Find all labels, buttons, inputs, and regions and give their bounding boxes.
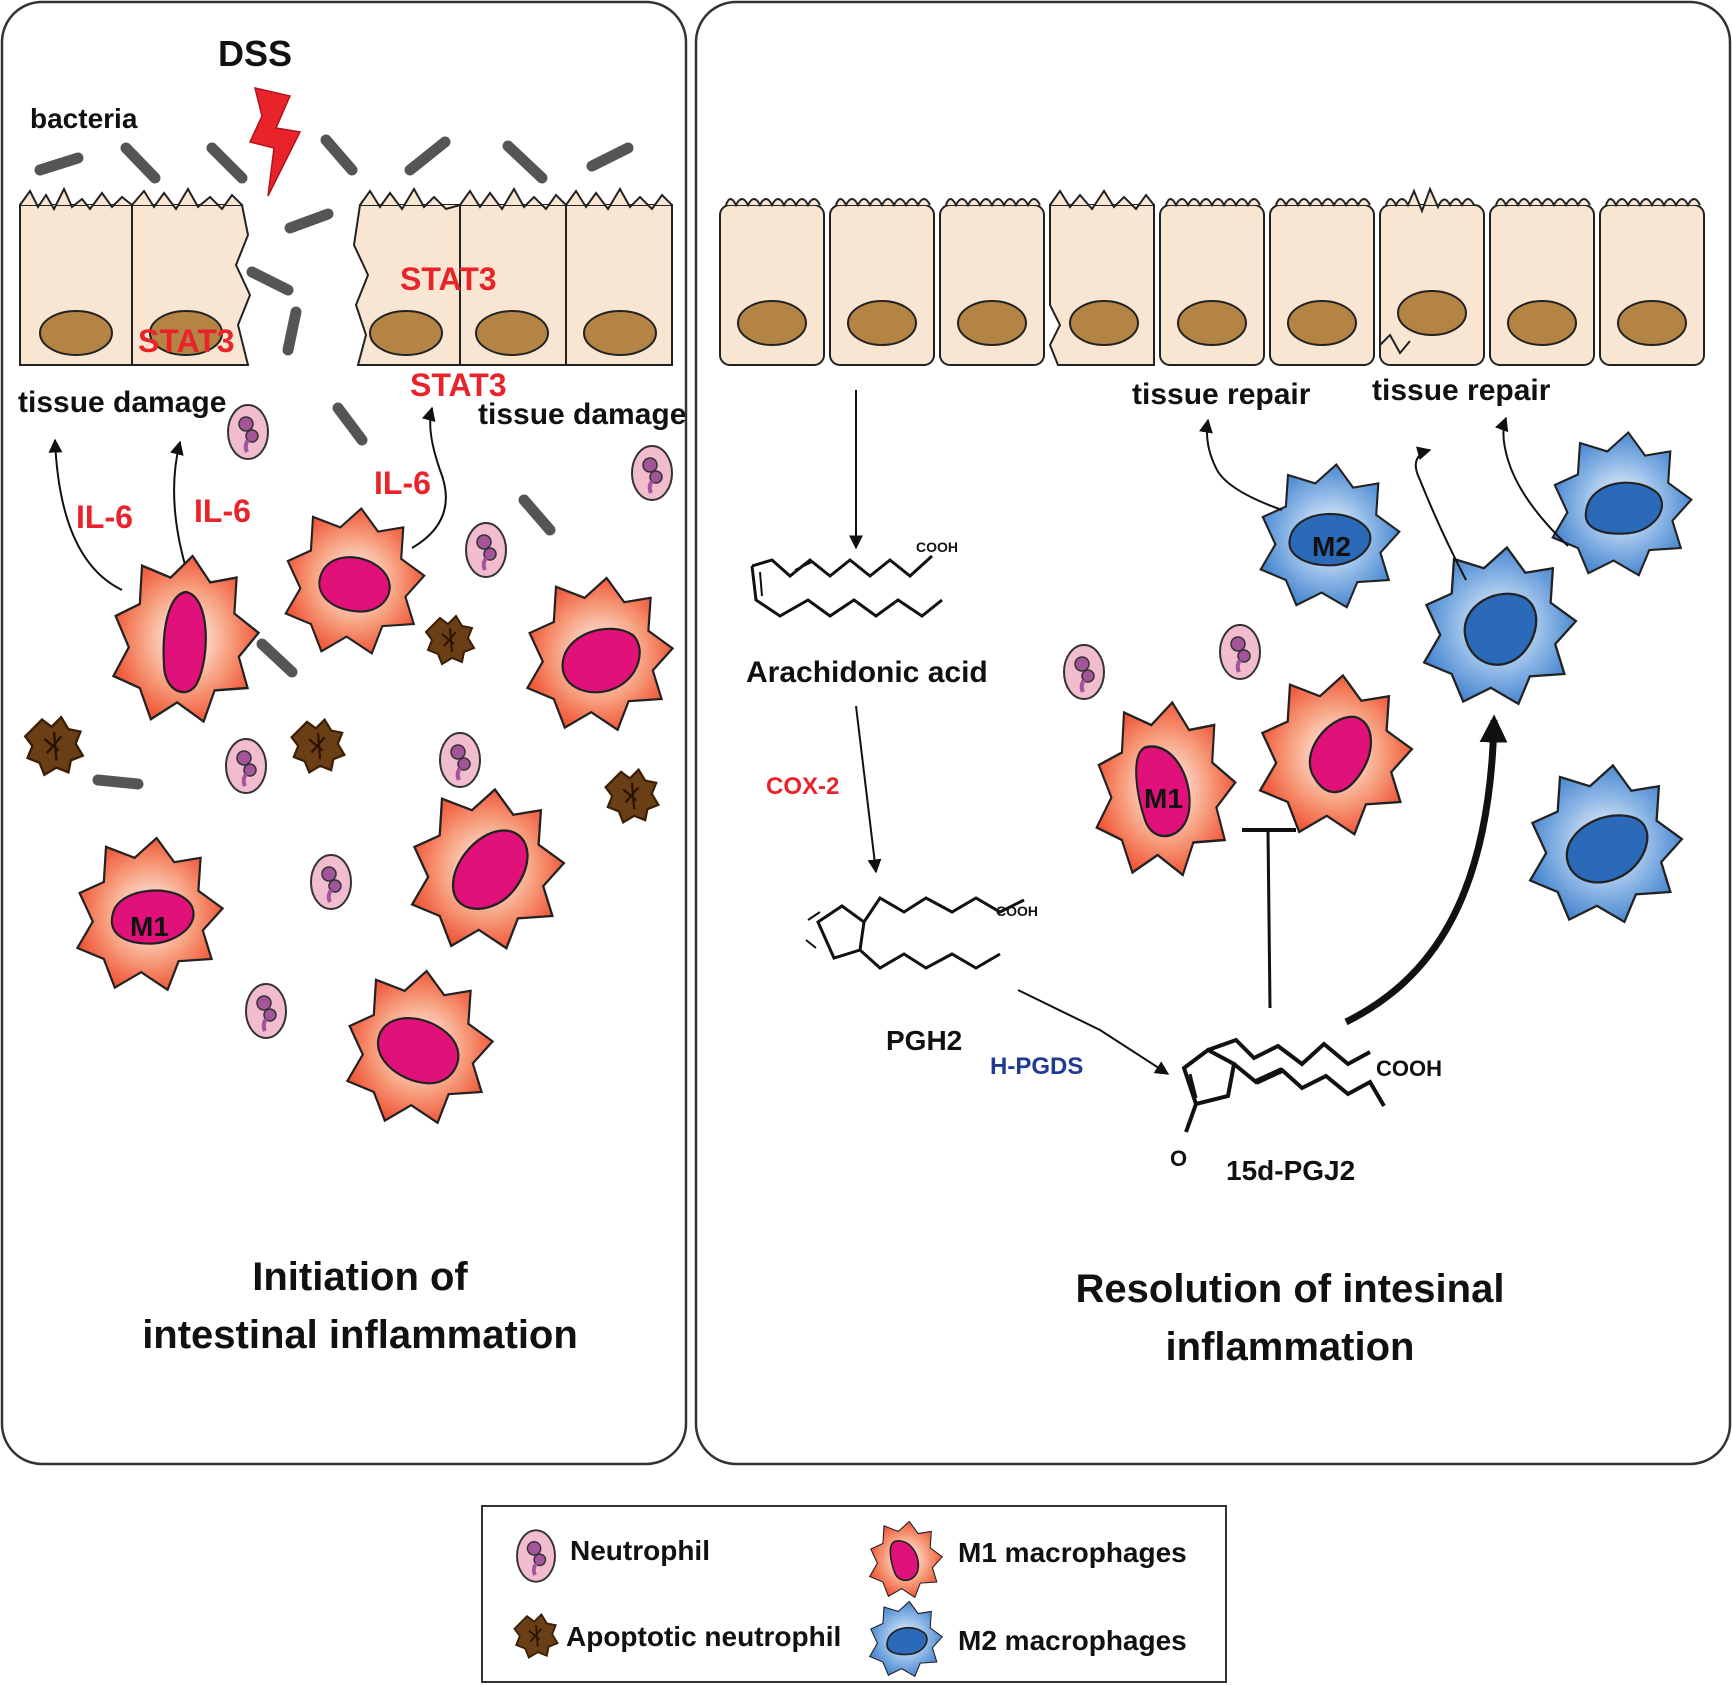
il6-label-2: IL-6 <box>194 493 251 529</box>
neutrophil <box>438 731 482 789</box>
inhibition-symbol <box>1242 828 1296 1009</box>
neutrophil <box>1218 623 1262 681</box>
m1-macrophage <box>526 576 674 731</box>
dss-lightning-icon <box>248 86 302 197</box>
m1-macrophage <box>112 554 260 723</box>
il6-label-1: IL-6 <box>76 499 133 535</box>
legend-m2-label: M2 macrophages <box>958 1625 1187 1656</box>
m1-macrophage <box>284 507 426 655</box>
m1-macrophage <box>76 836 224 991</box>
m2-label: M2 <box>1312 531 1351 562</box>
m1-macrophage <box>346 969 494 1124</box>
m2-polarization-arrow <box>1344 714 1508 1026</box>
stat3-label-2: STAT3 <box>400 261 497 297</box>
m2-macrophage <box>1528 764 1684 924</box>
stat3-label-3: STAT3 <box>410 367 507 403</box>
m2-macrophage <box>1422 546 1578 706</box>
pgh2-label: PGH2 <box>886 1025 962 1056</box>
m1-macrophage <box>410 788 566 950</box>
stat3-label-1: STAT3 <box>138 323 235 359</box>
legend-neutrophil-icon <box>515 1528 557 1584</box>
bacteria-group <box>34 134 634 790</box>
m1-label-right: M1 <box>1144 783 1183 814</box>
il6-arrows <box>48 406 447 591</box>
left-title-line1: Initiation of <box>252 1255 468 1299</box>
cooh-arachidonic: COOH <box>916 539 958 555</box>
right-epithelium <box>719 186 1705 366</box>
left-panel-frame <box>0 0 688 1466</box>
cox2-label: COX-2 <box>766 773 839 800</box>
tissue-repair-label-1: tissue repair <box>1132 378 1311 411</box>
pgj2-structure <box>1181 1037 1386 1133</box>
tissue-repair-arrows <box>1199 416 1569 581</box>
hpgds-arrow <box>1017 989 1170 1075</box>
neutrophil <box>464 521 508 579</box>
neutrophil <box>1062 643 1106 701</box>
left-epithelium <box>19 186 673 366</box>
cooh-pgh2: COOH <box>996 903 1038 919</box>
m1-macrophage <box>1095 701 1237 877</box>
neutrophil <box>630 444 674 502</box>
m1-macrophage <box>1258 674 1414 836</box>
tissue-repair-label-2: tissue repair <box>1372 374 1551 407</box>
tissue-damage-label-1: tissue damage <box>18 386 226 419</box>
arachidonic-acid-structure <box>750 554 943 618</box>
legend-m1-label: M1 macrophages <box>958 1537 1187 1568</box>
left-title-line2: intestinal inflammation <box>142 1313 578 1357</box>
cooh-pgj2: COOH <box>1376 1056 1442 1081</box>
pgj2-label: 15d-PGJ2 <box>1226 1155 1355 1186</box>
arachidonic-acid-label: Arachidonic acid <box>746 656 988 689</box>
pgh2-structure <box>805 895 1025 970</box>
legend-box <box>481 1505 1227 1683</box>
m2-macrophage <box>1551 431 1693 577</box>
cox2-arrow <box>855 705 882 874</box>
dss-label: DSS <box>218 33 292 74</box>
legend-apoptotic-label: Apoptotic neutrophil <box>566 1621 841 1652</box>
tissue-damage-label-2: tissue damage <box>478 398 686 431</box>
hpgds-label: H-PGDS <box>990 1053 1083 1080</box>
neutrophil <box>244 982 288 1040</box>
neutrophil <box>226 403 270 461</box>
m2-macrophage <box>1259 463 1401 609</box>
il6-label-3: IL-6 <box>374 465 431 501</box>
bacteria-label: bacteria <box>30 103 138 134</box>
neutrophil <box>309 853 353 911</box>
legend-m1-icon <box>869 1520 943 1598</box>
right-title-line1: Resolution of intesinal <box>1076 1267 1505 1311</box>
legend-neutrophil-label: Neutrophil <box>570 1535 710 1566</box>
legend-m2-icon <box>869 1600 943 1677</box>
oxygen-label: O <box>1170 1146 1187 1171</box>
right-title-line2: inflammation <box>1166 1325 1415 1369</box>
m1-label-left: M1 <box>130 911 169 942</box>
neutrophil <box>224 737 268 795</box>
